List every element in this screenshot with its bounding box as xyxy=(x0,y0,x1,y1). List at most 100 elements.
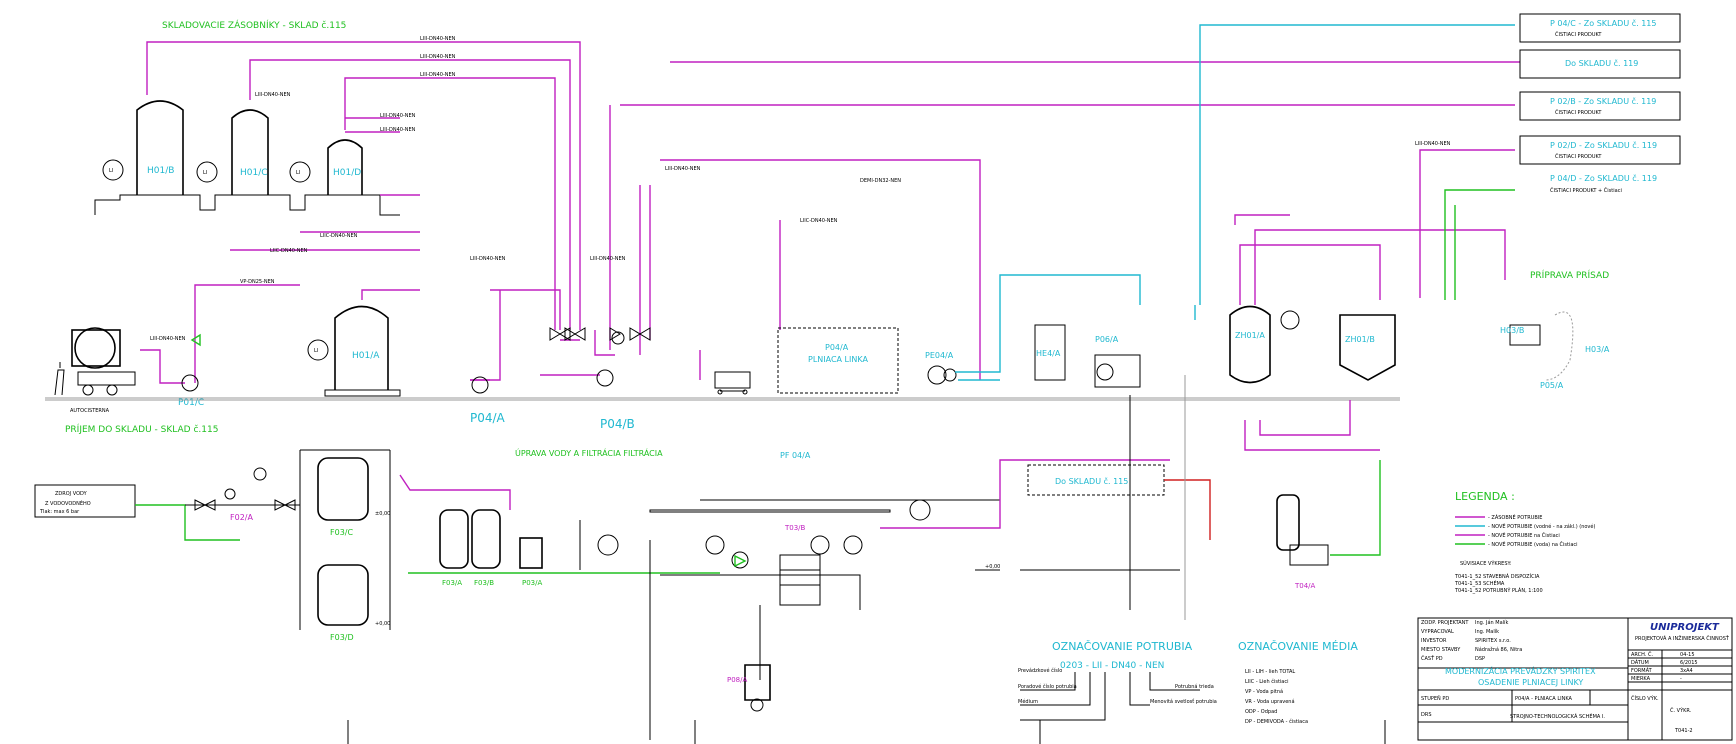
pipe-label-code: 0203 - LII - DN40 - NEN xyxy=(1060,661,1164,671)
drawing: STROJNO-TECHNOLOGICKÁ SCHÉMA I. xyxy=(1510,712,1605,720)
level-3: +0,00 xyxy=(985,564,1000,570)
legend-item-1: - ZÁSOBNÉ POTRUBIE xyxy=(1488,513,1542,521)
sheet: Č. VÝKR. xyxy=(1670,707,1692,714)
media-item-6: DP - DEMIVODA - čistiaca xyxy=(1245,718,1308,725)
intake-title: PRÍJEM DO SKLADU - SKLAD č.115 xyxy=(65,423,218,435)
tb-s4-k: MIERKA xyxy=(1631,676,1651,682)
tb-s1-k: ARCH. Č. xyxy=(1631,651,1653,658)
svg-text:LI: LI xyxy=(203,170,207,176)
tb-s5-k: ČÍSLO VÝK. xyxy=(1631,695,1659,702)
related-1: T041-1_52 STAVEBNÁ DISPOZÍCIA xyxy=(1454,573,1540,580)
he4a: HE4/A xyxy=(1034,324,1066,381)
tank-h01c-label: H01/C xyxy=(240,168,268,178)
svg-text:DEMI-DN32-NEN: DEMI-DN32-NEN xyxy=(860,178,901,184)
svg-text:LIII-DN40-NEN: LIII-DN40-NEN xyxy=(1415,141,1451,147)
related-3: T041-1_52 POTRUBNÝ PLÁN, 1:100 xyxy=(1454,587,1543,594)
tb-r5-k: ČASŤ PD xyxy=(1421,654,1443,662)
media-label-title: OZNAČOVANIE MÉDIA xyxy=(1238,640,1358,653)
target-4-sub: ČISTIACI PRODUKT xyxy=(1555,153,1602,160)
pipe-part-5: Potrubná trieda xyxy=(1175,683,1214,690)
legend-item-2: - NOVÉ POTRUBIE (vodné - na zákl.) (nové… xyxy=(1488,522,1595,530)
tb-r3-v: SPIRITEX s.r.o. xyxy=(1475,638,1511,644)
media-item-2: LIIC - Lieh čistiaci xyxy=(1245,678,1289,685)
object: P04/A - PLNIACA LINKA xyxy=(1515,696,1573,702)
legend: LEGENDA : - ZÁSOBNÉ POTRUBIE - NOVÉ POTR… xyxy=(1454,490,1595,594)
media-labeling: OZNAČOVANIE MÉDIA LII - LIH - lieh TOTAL… xyxy=(1238,640,1358,725)
f02a-label: F02/A xyxy=(230,513,253,522)
tank-h01b-label: H01/B xyxy=(147,166,174,176)
tb-s4-v: - xyxy=(1680,676,1682,682)
pipe-part-1: Prevádzkové číslo xyxy=(1018,667,1062,674)
svg-text:LIII-DN40-NEN: LIII-DN40-NEN xyxy=(420,72,456,78)
tb-r6-v: DRS xyxy=(1421,712,1432,718)
valves-center xyxy=(549,327,651,341)
tb-r6-k: STUPEŇ PD xyxy=(1421,695,1449,702)
svg-text:P04/B: P04/B xyxy=(600,417,635,431)
tb-s1-v: 04-15 xyxy=(1680,652,1695,658)
svg-text:VP-DN25-NEN: VP-DN25-NEN xyxy=(240,279,275,285)
pipe-label-2: LIIC-DN40-NEN xyxy=(270,248,308,254)
pipe-label-title: OZNAČOVANIE POTRUBIA xyxy=(1052,640,1193,653)
target-2: Do SKLADU č. 119 xyxy=(1565,58,1638,68)
svg-text:Tlak: max 6 bar: Tlak: max 6 bar xyxy=(39,509,80,515)
related-title: SÚVISIACE VÝKRESY: xyxy=(1460,560,1512,567)
zh01b-label: ZH01/B xyxy=(1345,335,1375,344)
vessel-zh01b: ZH01/B xyxy=(1339,314,1396,381)
filling-line-name: PLNIACA LINKA xyxy=(808,355,868,364)
title-block: UNIPROJEKT PROJEKTOVÁ A INŽINIERSKA ČINN… xyxy=(1417,617,1733,741)
target-5-sub: ČISTIACI PRODUKT + Čistiaci xyxy=(1550,187,1622,194)
tb-r5-v: DSP xyxy=(1475,656,1485,662)
pipe-labeling: OZNAČOVANIE POTRUBIA 0203 - LII - DN40 -… xyxy=(1018,640,1217,721)
target-1: P 04/C - Zo SKLADU č. 115 xyxy=(1550,18,1656,28)
svg-text:Z VODOVODNÉHO: Z VODOVODNÉHO xyxy=(45,499,91,507)
svg-text:LIII-DN40-NEN: LIII-DN40-NEN xyxy=(380,113,416,119)
pipe-part-4: Menovitá svetlosť potrubia xyxy=(1150,698,1217,705)
svg-text:LIII-DN40-NEN: LIII-DN40-NEN xyxy=(420,36,456,42)
drawing-no: T041-2 xyxy=(1674,728,1693,734)
level-2: +0,00 xyxy=(375,621,390,627)
level-1: ±0,00 xyxy=(375,511,390,517)
target-boxes: P 04/C - Zo SKLADU č. 115 ČISTIACI PRODU… xyxy=(1519,13,1681,194)
svg-text:LIII-DN40-NEN: LIII-DN40-NEN xyxy=(150,336,186,342)
svg-text:LIIC-DN40-NEN: LIIC-DN40-NEN xyxy=(800,218,838,224)
company: UNIPROJEKT xyxy=(1650,622,1720,633)
tb-s3-v: 3xA4 xyxy=(1680,668,1693,674)
svg-text:P04/A: P04/A xyxy=(470,411,506,425)
tb-r1-k: ZODP. PROJEKTANT xyxy=(1421,620,1469,626)
svg-text:LI: LI xyxy=(314,348,318,354)
pe04a-label: PE04/A xyxy=(925,351,954,360)
tank-t04a: T04/A xyxy=(1276,494,1329,590)
media-item-4: VR - Voda upravená xyxy=(1245,698,1295,705)
additives-title: PRÍPRAVA PRÍSAD xyxy=(1530,269,1609,281)
pump-p08a: P08/A xyxy=(727,664,771,712)
p06a-label: P06/A xyxy=(1095,335,1119,344)
tank-h01c: LI H01/C xyxy=(196,109,269,195)
tb-r4-k: MIESTO STAVBY xyxy=(1421,647,1461,653)
legend-item-4: - NOVÉ POTRUBIE (voda) na Čistiaci xyxy=(1488,540,1578,548)
tb-r2-k: VYPRACOVAL xyxy=(1421,629,1454,635)
pump-pe04a: PE04/A xyxy=(925,351,957,385)
tb-s3-k: FORMÁT xyxy=(1631,667,1653,674)
tb-r4-v: Nádražná 86, Nitra xyxy=(1475,646,1522,653)
warehouse-bottom: Do SKLADU č. 115 xyxy=(1027,464,1165,496)
tank-t03b: T03/B xyxy=(649,499,931,606)
target-3: P 02/B - Zo SKLADU č. 119 xyxy=(1550,96,1656,106)
storage-title: SKLADOVACIE ZÁSOBNÍKY - SKLAD č.115 xyxy=(162,19,346,31)
filling-line-code: P04/A xyxy=(825,343,849,352)
tb-r3-k: INVESTOR xyxy=(1421,638,1447,644)
target-5: P 04/D - Zo SKLADU č. 119 xyxy=(1550,173,1657,183)
tank-h01a: LI H01/A xyxy=(307,289,420,397)
pump-p01c: P01/C xyxy=(178,333,204,408)
tank-h01b: LI H01/B xyxy=(102,100,184,195)
truck-label: AUTOCISTERNA xyxy=(70,408,110,414)
pipe-part-2: Poradové číslo potrubia xyxy=(1018,683,1077,690)
svg-text:ZDROJ VODY: ZDROJ VODY xyxy=(55,491,88,497)
p05a-label: P05/A xyxy=(1540,381,1564,390)
tank-h01d-label: H01/D xyxy=(333,168,361,178)
water-title: ÚPRAVA VODY A FILTRÁCIA FILTRÁCIA xyxy=(515,447,663,458)
target-3-sub: ČISTIACI PRODUKT xyxy=(1555,109,1602,116)
legend-title: LEGENDA : xyxy=(1455,490,1515,503)
f03c-label: F03/C xyxy=(330,528,353,537)
filter-f03c: F03/C xyxy=(317,457,369,537)
truck: AUTOCISTERNA xyxy=(54,327,136,414)
